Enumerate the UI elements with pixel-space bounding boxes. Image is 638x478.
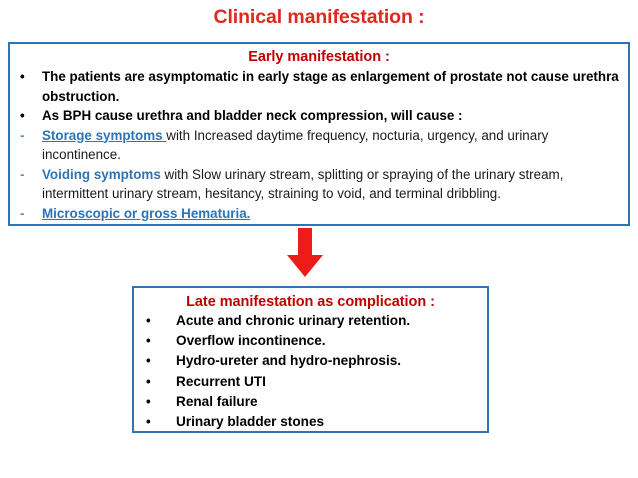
list-item-body: Renal failure [176, 393, 258, 409]
early-manifestation-heading: Early manifestation : [248, 49, 390, 65]
list-item: • Acute and chronic urinary retention. [140, 311, 481, 331]
list-item: - Microscopic or gross Hematuria. [16, 204, 622, 224]
list-item: - Storage symptoms with Increased daytim… [16, 126, 622, 165]
list-item-body: Acute and chronic urinary retention. [176, 313, 411, 328]
list-item-text: Storage symptoms with Increased daytime … [42, 126, 622, 165]
hematuria-label: Microscopic or gross Hematuria. [42, 205, 251, 221]
early-manifestation-box: Early manifestation : • The patients are… [8, 42, 630, 226]
list-item: • Urinary bladder stones [140, 412, 481, 432]
list-item-text: As BPH cause urethra and bladder neck co… [42, 106, 622, 126]
list-item-body: Overflow incontinence. [176, 333, 326, 349]
list-item: • Recurrent UTI [140, 372, 481, 392]
bullet-dot-icon: • [146, 313, 151, 328]
list-item-text: Voiding symptoms with Slow urinary strea… [42, 165, 622, 204]
storage-symptoms-label: Storage symptoms [42, 127, 167, 143]
list-item-body: The patients are asymptomatic in early s… [42, 69, 619, 104]
bullet-dot-icon: • [146, 333, 151, 349]
bullet-dash-icon: - [20, 166, 25, 182]
list-item-body: Urinary bladder stones [176, 414, 325, 430]
list-item: • The patients are asymptomatic in early… [16, 67, 622, 106]
early-manifestation-list: • The patients are asymptomatic in early… [16, 67, 622, 223]
list-item-body: Hydro-ureter and hydro-nephrosis. [176, 353, 402, 369]
list-item-text: Microscopic or gross Hematuria. [42, 204, 622, 224]
list-item: • Overflow incontinence. [140, 331, 481, 351]
list-item-body: with Increased daytime frequency, noctur… [42, 127, 549, 163]
bullet-dot-icon: • [146, 373, 151, 389]
bullet-dot-icon: • [146, 414, 151, 430]
late-manifestation-box: Late manifestation as complication : • A… [132, 286, 489, 433]
bullet-dot-icon: • [20, 69, 25, 84]
list-item: - Voiding symptoms with Slow urinary str… [16, 165, 622, 204]
bullet-dash-icon: - [20, 205, 25, 221]
bullet-dot-icon: • [146, 393, 151, 409]
list-item-body: As BPH cause urethra and bladder neck co… [42, 108, 463, 123]
bullet-dot-icon: • [146, 353, 151, 369]
bullet-dot-icon: • [20, 108, 25, 123]
list-item-text: The patients are asymptomatic in early s… [42, 67, 622, 106]
voiding-symptoms-label: Voiding symptoms [42, 166, 161, 182]
list-item: • Renal failure [140, 392, 481, 412]
late-manifestation-heading: Late manifestation as complication : [186, 294, 435, 310]
arrow-down-icon [286, 228, 324, 278]
late-manifestation-list: • Acute and chronic urinary retention. •… [140, 311, 481, 432]
list-item-body: with Slow urinary stream, splitting or s… [42, 166, 564, 202]
list-item: • As BPH cause urethra and bladder neck … [16, 106, 622, 126]
list-item: • Hydro-ureter and hydro-nephrosis. [140, 351, 481, 371]
bullet-dash-icon: - [20, 127, 25, 143]
list-item-body: Recurrent UTI [176, 373, 266, 389]
page-title: Clinical manifestation : [213, 6, 425, 28]
